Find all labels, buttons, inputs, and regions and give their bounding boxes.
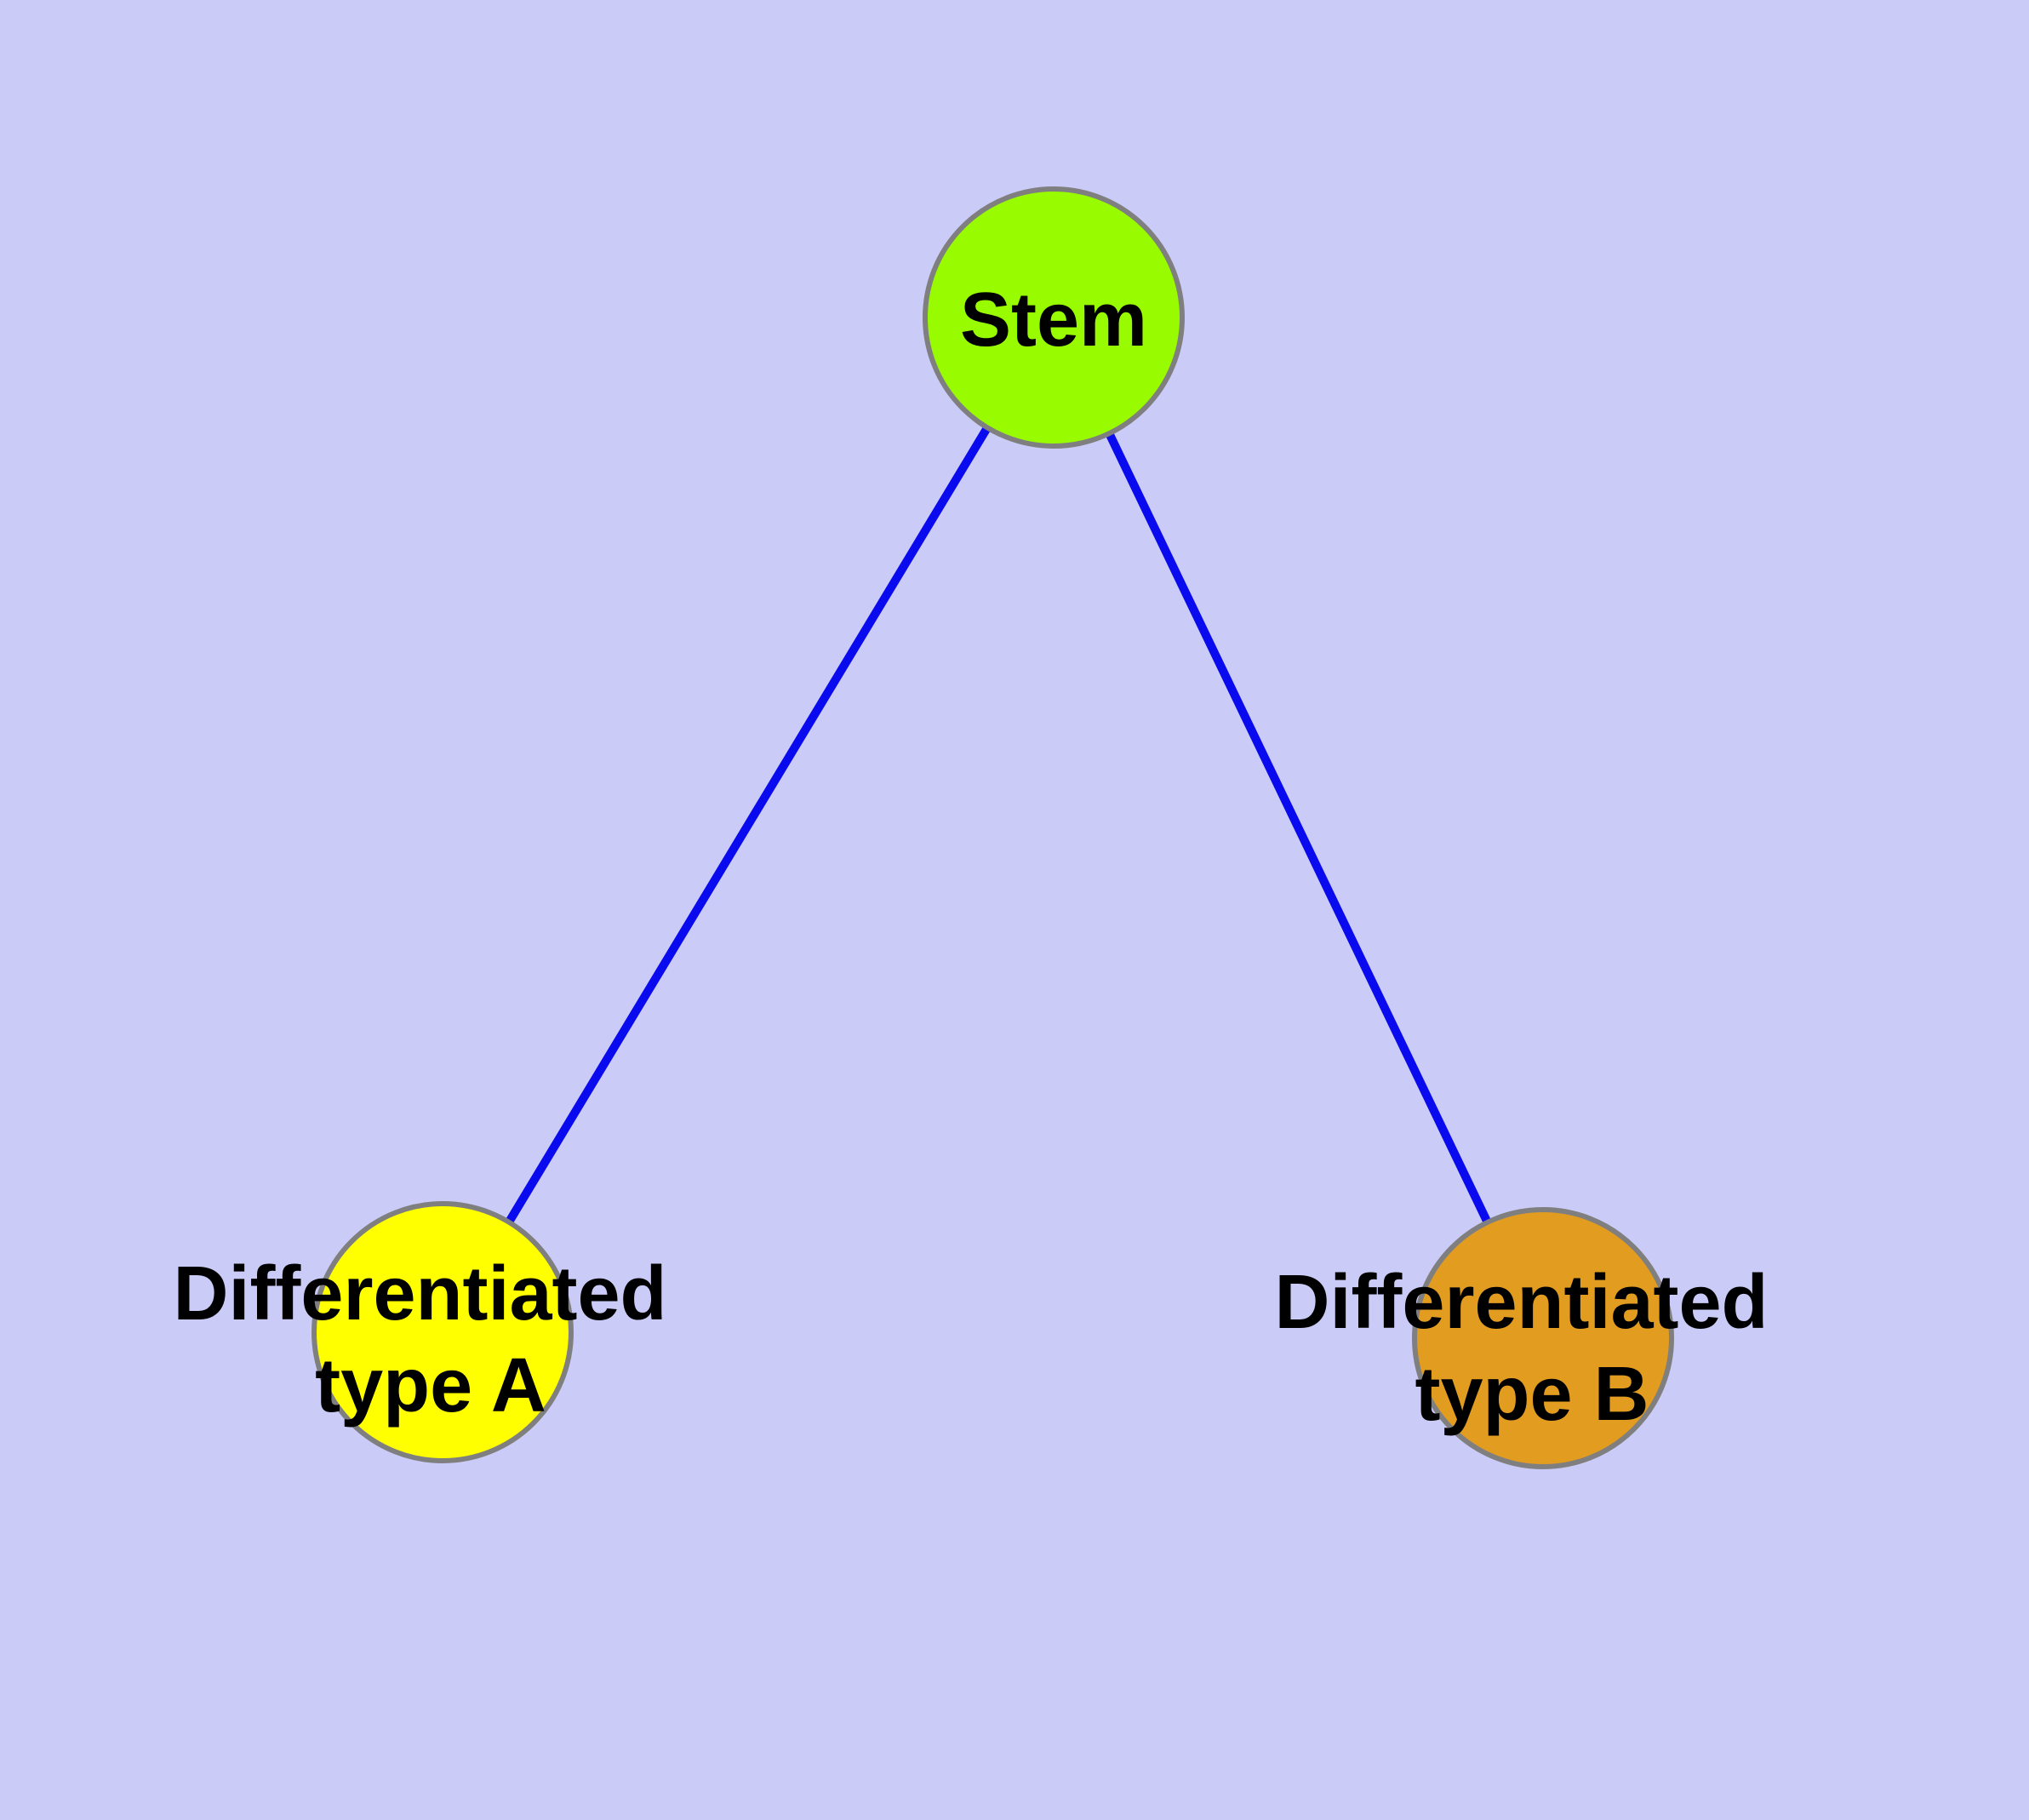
- node-stem: Stem: [923, 186, 1185, 449]
- edge-stem-to-type-b: [1049, 315, 1547, 1341]
- node-differentiated-type-a-label: Differentiated type A: [173, 1251, 688, 1428]
- node-differentiated-type-a-label-line2: type A: [315, 1343, 546, 1428]
- node-differentiated-type-a-label-line1: Differentiated: [173, 1251, 666, 1336]
- node-differentiated-type-b-label-line1: Differentiated: [1274, 1260, 1768, 1345]
- node-differentiated-type-a: Differentiated type A: [173, 1201, 688, 1463]
- node-differentiated-type-a-circle: [311, 1201, 574, 1463]
- node-differentiated-type-b-circle: [1412, 1207, 1674, 1469]
- node-stem-circle: [923, 186, 1185, 449]
- node-differentiated-type-b-label: Differentiated type B: [1274, 1260, 1789, 1437]
- edge-stem-to-type-a: [438, 315, 1058, 1335]
- node-differentiated-type-b-label-line2: type B: [1415, 1352, 1649, 1437]
- node-differentiated-type-b: Differentiated type B: [1274, 1207, 1789, 1469]
- node-stem-label: Stem: [960, 278, 1147, 363]
